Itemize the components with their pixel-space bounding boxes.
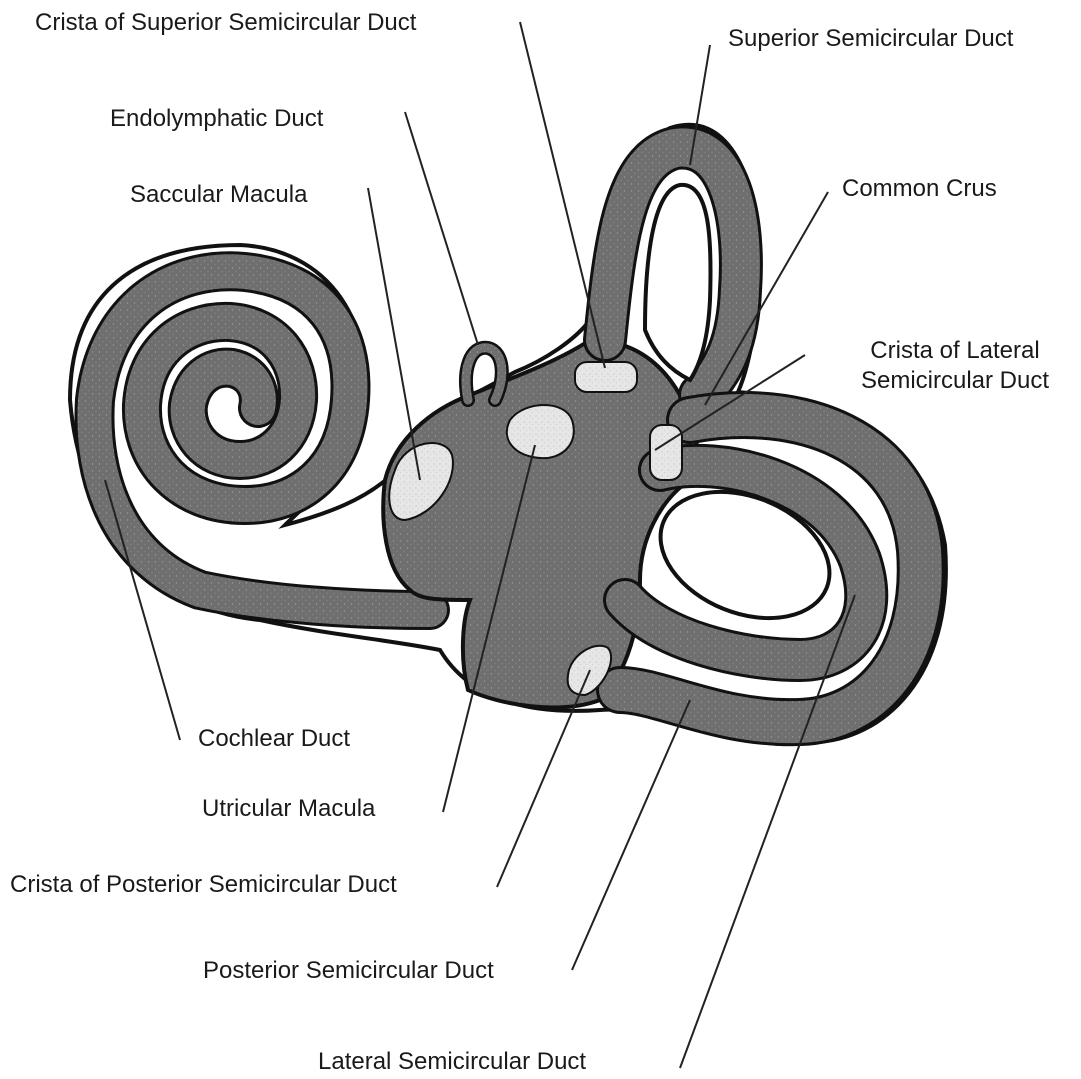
label-crista-superior: Crista of Superior Semicircular Duct	[35, 8, 416, 38]
utricular-macula-patch	[507, 405, 574, 458]
leader-posterior-duct	[572, 700, 690, 970]
label-crista-lateral-line1: Crista of Lateral	[836, 336, 1074, 366]
leader-crista-superior	[520, 22, 605, 368]
label-saccular-macula: Saccular Macula	[130, 180, 307, 210]
label-common-crus: Common Crus	[842, 174, 997, 204]
label-crista-lateral-line2: Semicircular Duct	[836, 366, 1074, 396]
label-superior-duct: Superior Semicircular Duct	[728, 24, 1013, 54]
label-crista-lateral: Crista of Lateral Semicircular Duct	[836, 336, 1074, 396]
crista-lateral-patch	[650, 425, 682, 480]
label-crista-posterior: Crista of Posterior Semicircular Duct	[10, 870, 397, 900]
crista-superior-patch	[575, 362, 637, 392]
label-utricular-macula: Utricular Macula	[202, 794, 375, 824]
label-lateral-duct: Lateral Semicircular Duct	[318, 1047, 586, 1077]
label-posterior-duct: Posterior Semicircular Duct	[203, 956, 494, 986]
leader-endolymphatic	[405, 112, 478, 345]
label-cochlear-duct: Cochlear Duct	[198, 724, 350, 754]
leader-saccular-macula	[368, 188, 420, 480]
label-endolymphatic-duct: Endolymphatic Duct	[110, 104, 323, 134]
